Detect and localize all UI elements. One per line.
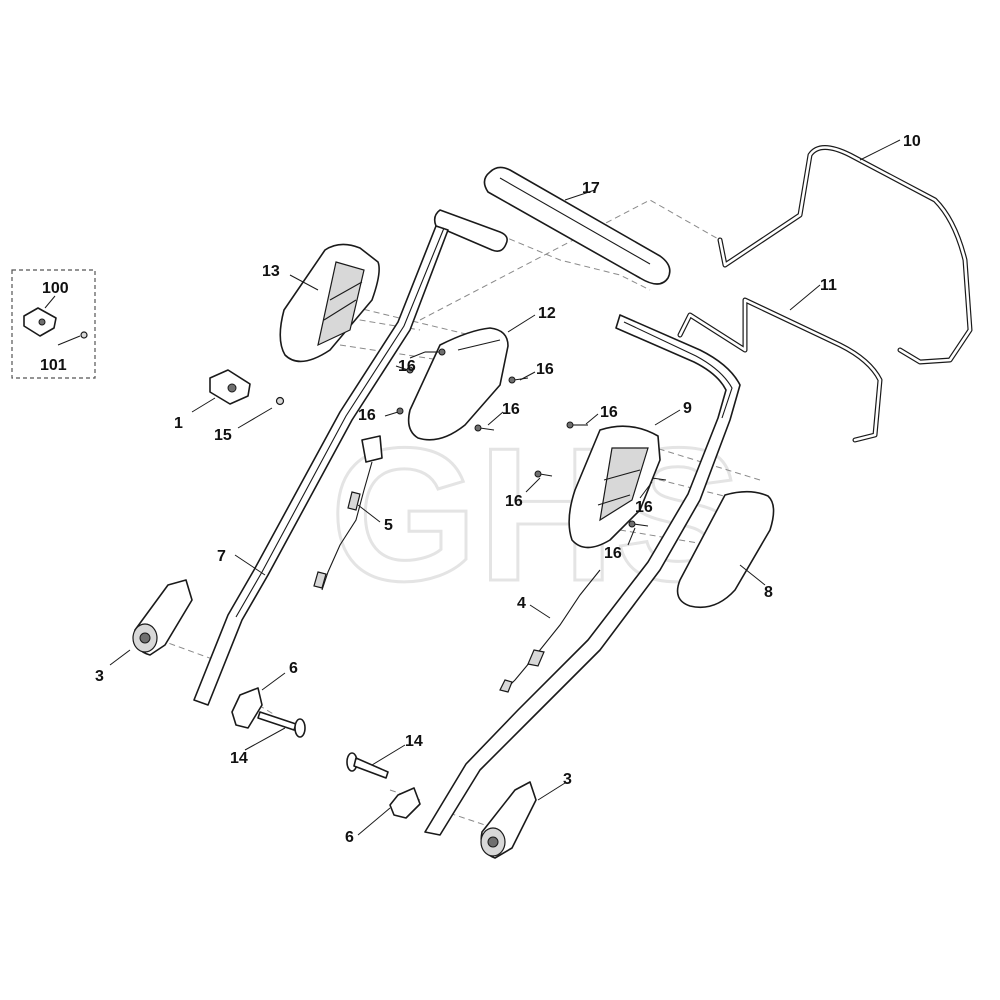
label-4: 4: [517, 595, 526, 612]
label-13: 13: [262, 263, 280, 280]
label-16-f: 16: [505, 493, 523, 510]
part-12-left-cover: [407, 327, 509, 441]
part-14-right-bolt: [346, 752, 389, 779]
label-14-right: 14: [405, 733, 423, 750]
label-8: 8: [764, 584, 773, 601]
label-101: 101: [40, 357, 67, 374]
label-10: 10: [903, 133, 921, 150]
part-3-right-knob: [480, 781, 537, 859]
label-14-left: 14: [230, 750, 248, 767]
label-6-left: 6: [289, 660, 298, 677]
label-9: 9: [683, 400, 692, 417]
label-3-right: 3: [563, 771, 572, 788]
part-15-nut: [275, 396, 285, 406]
part-6-right-cam: [389, 787, 421, 819]
part-4-right-cable: [499, 569, 601, 693]
right-handle-tube: [424, 314, 741, 836]
label-16-e: 16: [600, 404, 618, 421]
part-13-left-mount-plate: [279, 243, 380, 363]
part-5-left-cable: [313, 435, 383, 591]
part-100-clip: [23, 307, 57, 337]
part-7-left-handle-tube: [193, 209, 508, 706]
watermark: GHS: [330, 409, 742, 621]
label-12: 12: [538, 305, 556, 322]
leader-lines: [44, 139, 901, 836]
label-16-b: 16: [536, 361, 554, 378]
part-14-left-bolt: [257, 711, 306, 738]
label-16-d: 16: [502, 401, 520, 418]
part-17-grip-bar: [483, 166, 671, 285]
part-6-left-cam: [231, 687, 263, 729]
label-17: 17: [582, 180, 600, 197]
label-3-left: 3: [95, 668, 104, 685]
label-1: 1: [174, 415, 183, 432]
part-11-bail-wire: [677, 297, 883, 443]
label-5: 5: [384, 517, 393, 534]
label-16-c: 16: [358, 407, 376, 424]
part-9-right-mount-plate: [568, 425, 661, 549]
part-1-clip: [209, 369, 251, 405]
inset-box: [11, 269, 96, 379]
label-11: 11: [820, 277, 837, 294]
label-16-g: 16: [635, 499, 653, 516]
part-3-left-knob: [132, 579, 193, 656]
label-100: 100: [42, 280, 69, 297]
part-8-right-cover: [676, 490, 775, 609]
part-101-nut: [80, 331, 88, 339]
label-7: 7: [217, 548, 226, 565]
label-16-h: 16: [604, 545, 622, 562]
label-15: 15: [214, 427, 232, 444]
label-16-a: 16: [398, 358, 416, 375]
label-6-right: 6: [345, 829, 354, 846]
part-10-bail-wire: [717, 145, 973, 365]
part-labels: 100 101 1 15 13 12 16 16 16 16 16 16 16 …: [40, 133, 921, 846]
